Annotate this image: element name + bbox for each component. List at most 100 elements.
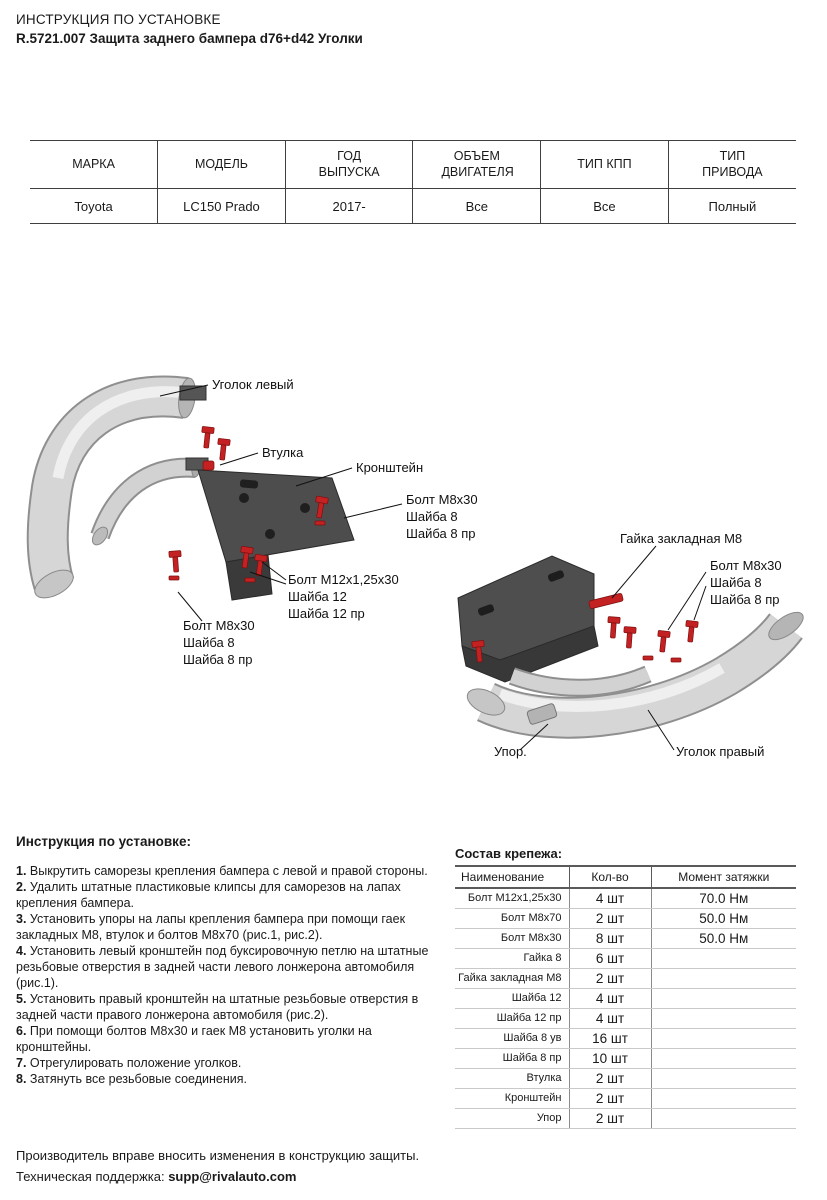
vehicle-spec-table: МАРКА МОДЕЛЬ ГОД ВЫПУСКА ОБЪЕМ ДВИГАТЕЛЯ… (30, 140, 796, 224)
hardware-table: Наименование Кол-во Момент затяжки Болт … (455, 865, 796, 1129)
step-text: При помощи болтов М8х30 и гаек М8 устано… (16, 1024, 372, 1054)
hw-name: Шайба 8 пр (455, 1048, 570, 1069)
hw-torque: 50.0 Нм (651, 928, 796, 949)
label-bolt-bottom-1: Болт М8х30 (183, 618, 255, 633)
hw-qty: 8 шт (569, 928, 652, 949)
step-number: 8. (16, 1072, 27, 1086)
step-text: Установить левый кронштейн под буксирово… (16, 944, 429, 990)
hw-name: Болт М12х1,25х30 (455, 888, 570, 909)
hardware-row: Шайба 8 пр 10 шт (455, 1048, 796, 1069)
step-number: 2. (16, 880, 27, 894)
hardware-row: Втулка 2 шт (455, 1068, 796, 1089)
hw-name: Кронштейн (455, 1088, 570, 1109)
hw-qty: 2 шт (569, 968, 652, 989)
fig2-fasteners (471, 593, 699, 664)
spec-header-drive: ТИП ПРИВОДА (667, 140, 796, 189)
hw-name: Втулка (455, 1068, 570, 1089)
fig2-right-assembly: Гайка закладная М8 Болт М8х30 Шайба 8 Ша… (457, 531, 804, 759)
label-bolt-right-1: Болт М8х30 (710, 558, 782, 573)
hw-qty: 16 шт (569, 1028, 652, 1049)
hw-torque (651, 1048, 796, 1069)
instruction-step-2: 2. Удалить штатные пластиковые клипсы дл… (16, 879, 444, 911)
installation-instructions: Инструкция по установке: 1. Выкрутить са… (16, 834, 444, 1087)
hardware-row: Болт М8х70 2 шт 50.0 Нм (455, 908, 796, 929)
spec-header-brand: МАРКА (30, 140, 158, 189)
instruction-step-5: 5. Установить правый кронштейн на штатны… (16, 991, 444, 1023)
fig2-bracket-shape (457, 555, 599, 683)
hw-name: Болт М8х70 (455, 908, 570, 929)
support-email: supp@rivalauto.com (168, 1169, 297, 1184)
hw-name: Шайба 8 ув (455, 1028, 570, 1049)
hardware-row: Кронштейн 2 шт (455, 1088, 796, 1109)
hw-header-qty: Кол-во (568, 865, 651, 889)
label-bolt-top-2: Шайба 8 (406, 509, 458, 524)
hw-torque: 70.0 Нм (651, 888, 796, 909)
step-text: Отрегулировать положение уголков. (29, 1056, 242, 1070)
hw-torque (651, 988, 796, 1009)
hw-torque (651, 1108, 796, 1129)
hw-torque (651, 1088, 796, 1109)
document-title: ИНСТРУКЦИЯ ПО УСТАНОВКЕ (16, 12, 221, 27)
fig1-left-assembly: Уголок левый Втулка Кронштейн Болт М8х30… (26, 375, 478, 667)
label-bolt-top-1: Болт М8х30 (406, 492, 478, 507)
step-text: Установить правый кронштейн на штатные р… (16, 992, 419, 1022)
spec-header-year: ГОД ВЫПУСКА (284, 140, 413, 189)
hw-header-name: Наименование (455, 865, 569, 889)
hw-torque (651, 948, 796, 969)
label-bracket: Кронштейн (356, 460, 423, 475)
hardware-row: Болт М12х1,25х30 4 шт 70.0 Нм (455, 888, 796, 909)
step-number: 3. (16, 912, 27, 926)
label-bolt-m12-1: Болт М12х1,25х30 (288, 572, 399, 587)
label-corner-left: Уголок левый (212, 377, 294, 392)
document-header: ИНСТРУКЦИЯ ПО УСТАНОВКЕ R.5721.007 Защит… (16, 12, 363, 46)
spec-value-model: LC150 Prado (157, 188, 286, 224)
label-bolt-m12-3: Шайба 12 пр (288, 606, 365, 621)
hw-torque (651, 968, 796, 989)
installation-diagram: Уголок левый Втулка Кронштейн Болт М8х30… (26, 375, 804, 759)
fig1-callout-lines (159, 384, 403, 622)
hardware-row: Шайба 12 4 шт (455, 988, 796, 1009)
spec-value-year: 2017- (284, 188, 413, 224)
spec-header-engine: ОБЪЕМ ДВИГАТЕЛЯ (412, 140, 541, 189)
hw-name: Шайба 12 пр (455, 1008, 570, 1029)
spec-header-row: МАРКА МОДЕЛЬ ГОД ВЫПУСКА ОБЪЕМ ДВИГАТЕЛЯ… (30, 140, 796, 189)
hw-name: Болт М8х30 (455, 928, 570, 949)
hw-torque (651, 1068, 796, 1089)
support-line: Техническая поддержка: supp@rivalauto.co… (16, 1169, 419, 1184)
label-stop: Упор. (494, 744, 527, 759)
hw-name: Упор (455, 1108, 570, 1129)
document-footer: Производитель вправе вносить изменения в… (16, 1148, 419, 1184)
spec-header-model: МОДЕЛЬ (157, 140, 286, 189)
hardware-row: Гайка 8 6 шт (455, 948, 796, 969)
hw-qty: 4 шт (569, 1008, 652, 1029)
label-corner-right: Уголок правый (676, 744, 764, 759)
hw-qty: 2 шт (569, 1088, 652, 1109)
manufacturer-note: Производитель вправе вносить изменения в… (16, 1148, 420, 1163)
document-subtitle: R.5721.007 Защита заднего бампера d76+d4… (16, 31, 363, 46)
step-number: 7. (16, 1056, 27, 1070)
hw-qty: 4 шт (569, 988, 652, 1009)
hw-qty: 2 шт (569, 1108, 652, 1129)
label-bolt-bottom-3: Шайба 8 пр (183, 652, 253, 667)
step-text: Выкрутить саморезы крепления бампера с л… (29, 864, 428, 878)
step-number: 5. (16, 992, 27, 1006)
hw-header-torque: Момент затяжки (650, 865, 796, 889)
hw-qty: 10 шт (569, 1048, 652, 1069)
hw-qty: 2 шт (569, 908, 652, 929)
hardware-row: Гайка закладная М8 2 шт (455, 968, 796, 989)
label-bolt-top-3: Шайба 8 пр (406, 526, 476, 541)
label-bushing: Втулка (262, 445, 304, 460)
corner-right-tube-shape (466, 611, 804, 739)
hardware-header-row: Наименование Кол-во Момент затяжки (455, 865, 796, 889)
label-bolt-bottom-2: Шайба 8 (183, 635, 235, 650)
label-bolt-right-3: Шайба 8 пр (710, 592, 780, 607)
step-text: Затянуть все резьбовые соединения. (29, 1072, 247, 1086)
hardware-title: Состав крепежа: (455, 846, 563, 861)
hardware-section: Состав крепежа: Наименование Кол-во Моме… (455, 846, 796, 1129)
step-number: 1. (16, 864, 27, 878)
instruction-step-4: 4. Установить левый кронштейн под буксир… (16, 943, 444, 991)
instruction-step-3: 3. Установить упоры на лапы крепления ба… (16, 911, 444, 943)
step-text: Удалить штатные пластиковые клипсы для с… (16, 880, 401, 910)
label-bolt-right-2: Шайба 8 (710, 575, 762, 590)
hw-name: Гайка закладная М8 (455, 968, 570, 989)
